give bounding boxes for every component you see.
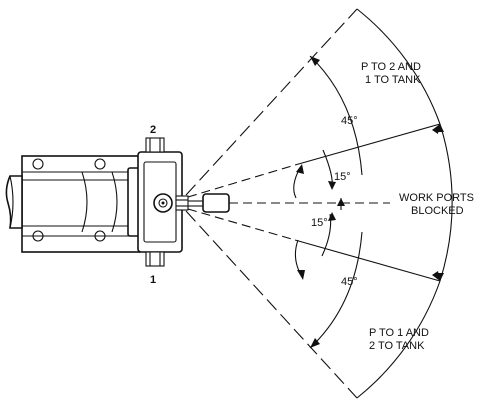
angle-label-lower-inner: 15° — [311, 217, 328, 229]
handle-knob — [202, 193, 230, 213]
upper-zone-label-line1: P TO 2 AND — [361, 61, 421, 73]
lower-zone-label-line1: P TO 1 AND — [369, 327, 429, 339]
angle-arc-lower — [309, 231, 363, 349]
angle-label-upper-outer: 45° — [341, 115, 358, 127]
angle-label-upper-inner: 15° — [334, 171, 351, 183]
port-1-label: 1 — [150, 274, 156, 286]
control-handle — [188, 193, 230, 213]
center-zone-label-line1: WORK PORTS — [399, 192, 474, 204]
lower-zone-label-line2: 2 TO TANK — [369, 340, 425, 352]
travel-limit-lines — [185, 8, 358, 399]
valve-body — [5, 137, 189, 267]
detent-lines — [187, 123, 441, 282]
angle-arc-upper — [309, 55, 363, 176]
upper-zone-label-line2: 1 TO TANK — [365, 74, 421, 86]
angle-label-lower-outer: 45° — [341, 276, 358, 288]
port-2-label: 2 — [150, 124, 156, 136]
bolt-icon — [32, 158, 44, 170]
center-zone-label-line2: BLOCKED — [411, 205, 464, 217]
bolt-icon — [32, 230, 44, 242]
bolt-icon — [94, 158, 106, 170]
bolt-icon — [94, 230, 106, 242]
